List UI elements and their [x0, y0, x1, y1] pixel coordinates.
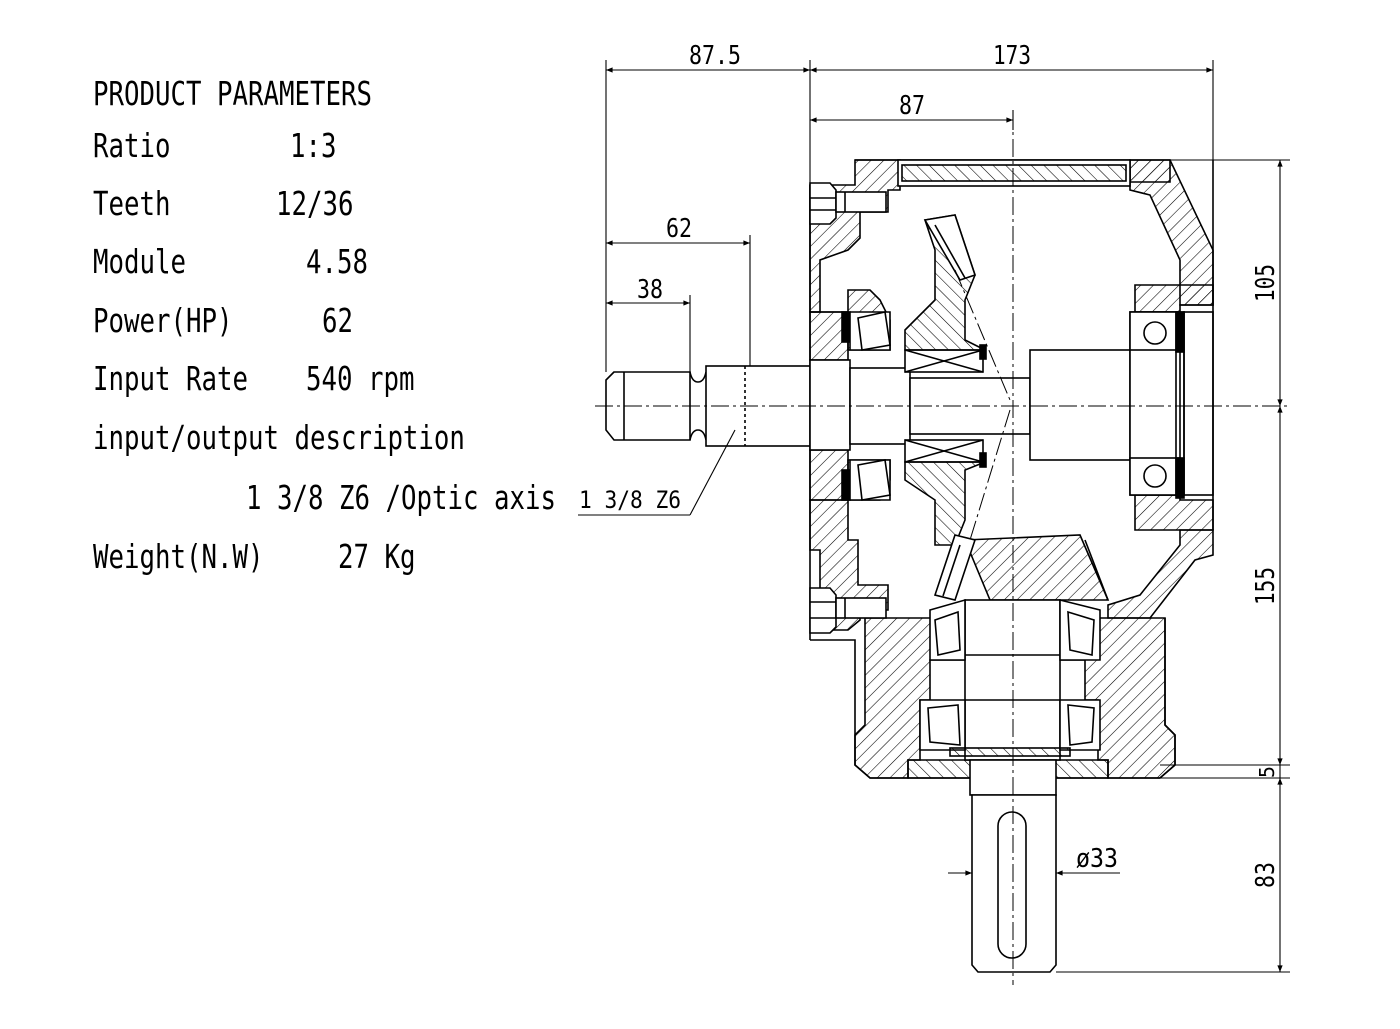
param-label-input-rate: Input Rate — [93, 359, 248, 398]
param-value-io-description: 1 3/8 Z6 /Optic axis — [246, 478, 556, 517]
param-label-teeth: Teeth — [93, 184, 171, 223]
param-value-input-rate: 540 rpm — [306, 359, 415, 398]
dim-105: 105 — [1251, 264, 1281, 302]
output-bearings — [919, 598, 1101, 757]
dim-38: 38 — [637, 275, 663, 305]
input-shaft — [605, 349, 1131, 461]
param-value-ratio: 1:3 — [290, 126, 337, 165]
seal-upper — [841, 311, 851, 343]
params-heading: PRODUCT PARAMETERS — [93, 74, 372, 113]
input-bearing-left — [849, 311, 891, 501]
center-lines — [595, 110, 1290, 985]
param-value-power: 62 — [322, 301, 354, 340]
param-label-module: Module — [93, 242, 186, 281]
dim-diameter-33: ø33 — [1076, 844, 1118, 874]
dim-87-5: 87.5 — [689, 41, 741, 71]
dim-155: 155 — [1251, 567, 1281, 605]
seal-lower — [841, 469, 851, 501]
param-label-io-description: input/output description — [93, 418, 465, 457]
bolt-lower — [809, 587, 887, 634]
pinion-gear — [904, 214, 986, 546]
spline-note: 1 3/8 Z6 — [579, 486, 681, 514]
param-label-ratio: Ratio — [93, 126, 171, 165]
bolt-upper — [809, 182, 887, 225]
param-label-weight: Weight(N.W) — [93, 537, 264, 576]
dim-87: 87 — [899, 91, 925, 121]
param-value-weight: 27 Kg — [338, 537, 416, 576]
product-parameters-panel: PRODUCT PARAMETERS Ratio 1:3 Teeth 12/36… — [0, 0, 600, 600]
top-plate — [897, 159, 1131, 187]
dim-83: 83 — [1251, 862, 1281, 888]
dim-5: 5 — [1255, 766, 1279, 778]
needle-bearing — [904, 344, 987, 468]
param-value-module: 4.58 — [306, 242, 368, 281]
output-side-ball-bearing — [1129, 311, 1214, 499]
param-value-teeth: 12/36 — [276, 184, 354, 223]
dim-173: 173 — [993, 41, 1031, 71]
param-label-power: Power(HP) — [93, 301, 233, 340]
dim-62: 62 — [666, 214, 692, 244]
bevel-gear — [933, 534, 1110, 601]
